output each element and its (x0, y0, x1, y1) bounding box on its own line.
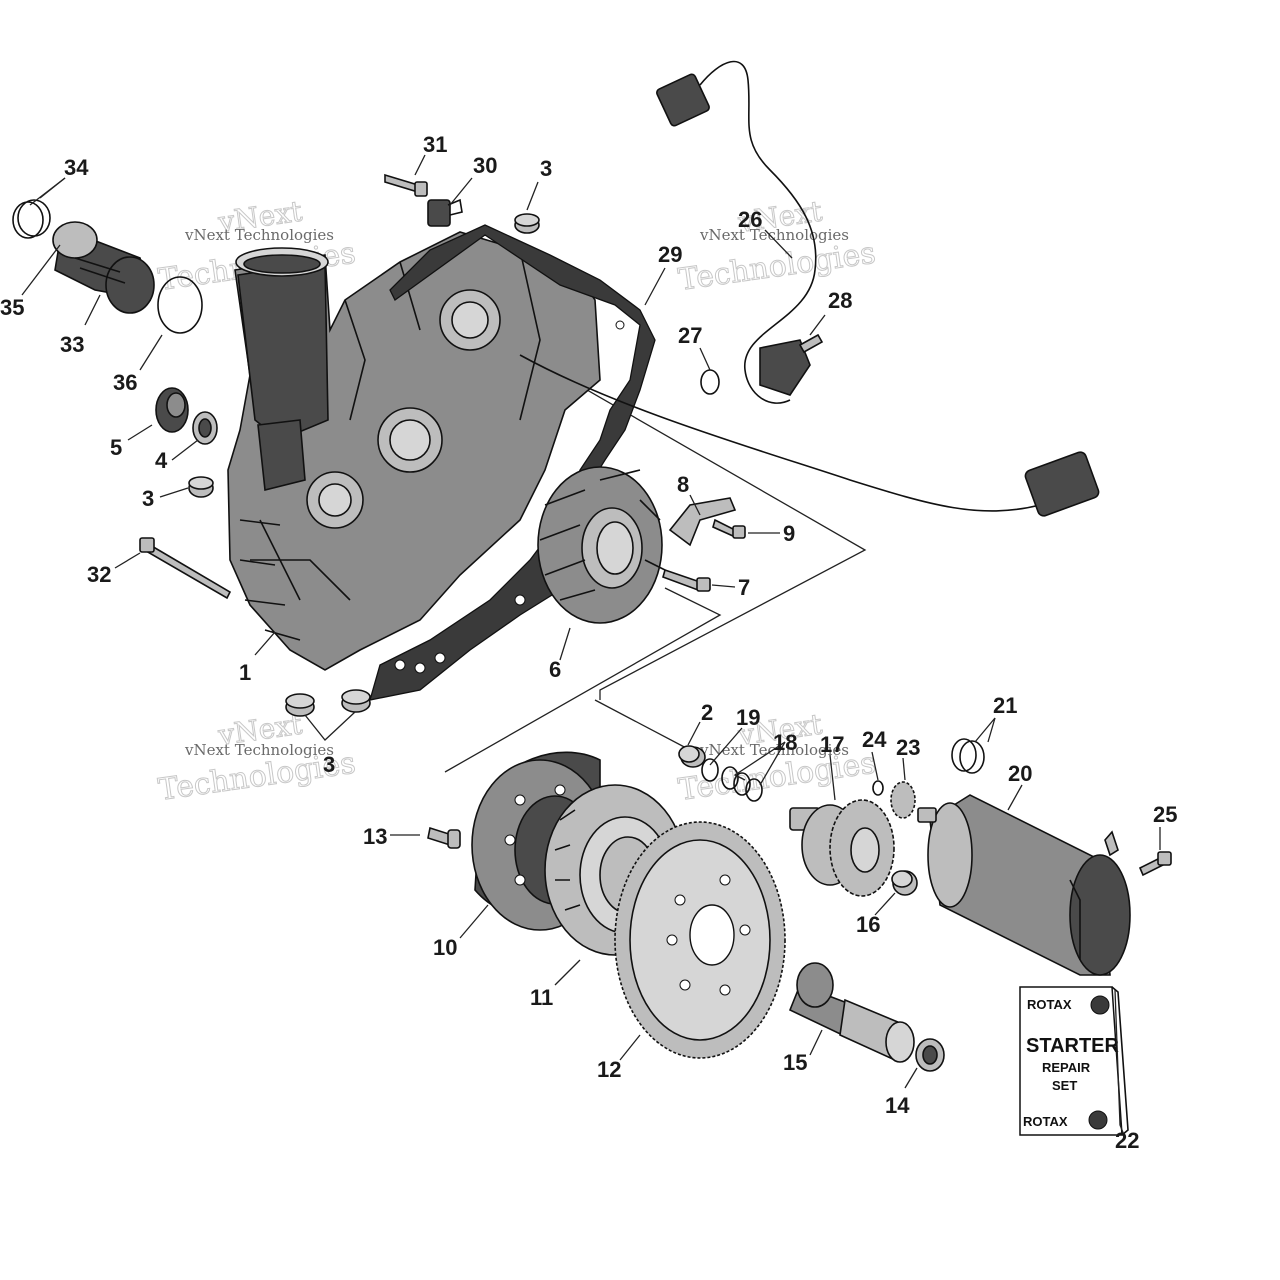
callout-14: 14 (885, 1093, 910, 1118)
o-ring (700, 369, 720, 395)
callout-22: 22 (1115, 1128, 1139, 1153)
repair-card-line3: SET (1052, 1078, 1077, 1093)
watermark-small: vNext Technologies (699, 226, 849, 244)
callout-7: 7 (738, 575, 750, 600)
callout-19: 19 (736, 705, 760, 730)
repair-card-logo-bottom (1088, 1110, 1108, 1130)
dowel-pin-left (188, 476, 214, 498)
washers (701, 758, 763, 802)
starter-screw (1138, 851, 1172, 877)
callout-30: 30 (473, 153, 497, 178)
callout-3-top: 3 (540, 156, 552, 181)
o-ring-34b (12, 201, 44, 239)
callout-4: 4 (155, 448, 168, 473)
callout-2: 2 (701, 700, 713, 725)
callout-25: 25 (1153, 802, 1177, 827)
callout-3-bottom: 3 (323, 752, 335, 777)
callout-10: 10 (433, 935, 457, 960)
callout-8: 8 (677, 472, 689, 497)
watermark-small: vNext Technologies (184, 741, 334, 759)
callout-18: 18 (773, 730, 797, 755)
watermark-small: vNext Technologies (184, 226, 334, 244)
bracket-screw (712, 518, 746, 539)
callout-13: 13 (363, 824, 387, 849)
dowel-pin-top (514, 213, 540, 234)
callout-24: 24 (862, 727, 887, 752)
callout-23: 23 (896, 735, 920, 760)
callout-16: 16 (856, 912, 880, 937)
callout-36: 36 (113, 370, 137, 395)
clamp-ring (157, 276, 203, 334)
sensor-wiring-harness (519, 60, 1100, 517)
repair-set-card: ROTAX STARTER REPAIR SET ROTAX (1019, 986, 1129, 1136)
callout-26: 26 (738, 207, 762, 232)
o-ring-34a (17, 199, 51, 237)
bracket (668, 497, 737, 547)
starter-o-ring-a (959, 740, 985, 774)
callout-1: 1 (239, 660, 251, 685)
shaft-bushing (915, 1038, 945, 1072)
callout-11: 11 (530, 985, 553, 1010)
dowel-pin-bottom-a (285, 693, 315, 717)
sensor-screw (798, 333, 824, 354)
callout-28: 28 (828, 288, 852, 313)
callout-numbers: 1 2 3 3 3 4 5 6 7 8 9 10 11 12 13 14 15 … (0, 132, 1177, 1153)
repair-card-brand-bottom: ROTAX (1023, 1114, 1068, 1129)
clip (427, 198, 463, 227)
stator (537, 466, 666, 624)
double-gear (789, 799, 895, 897)
callout-27: 27 (678, 323, 702, 348)
magneto-housing (227, 231, 601, 671)
callout-6: 6 (549, 657, 561, 682)
repair-card-line2: REPAIR (1042, 1060, 1091, 1075)
callout-35: 35 (0, 295, 24, 320)
callout-29: 29 (658, 242, 682, 267)
callout-3-left: 3 (142, 486, 154, 511)
callout-17: 17 (820, 732, 844, 757)
callout-34: 34 (64, 155, 89, 180)
rotor-bolt (427, 826, 461, 849)
starter-motor (917, 794, 1131, 976)
assembly-guide-lines (444, 359, 867, 773)
callout-15: 15 (783, 1050, 807, 1075)
callout-32: 32 (87, 562, 111, 587)
callout-9: 9 (783, 521, 795, 546)
callout-5: 5 (110, 435, 122, 460)
watermark-top-right: vNext Technologies vNext Technologies (676, 194, 878, 298)
intake-tube (52, 221, 155, 314)
circlip (872, 780, 884, 796)
gear-shaft (788, 962, 915, 1063)
stator-screw (662, 568, 711, 592)
repair-card-title: STARTER (1026, 1035, 1120, 1057)
cap (155, 387, 189, 433)
repair-card-brand-top: ROTAX (1027, 997, 1072, 1012)
gear-bushing (891, 870, 918, 896)
seal (192, 411, 218, 445)
pinion-gear (890, 781, 916, 819)
callout-12: 12 (597, 1057, 621, 1082)
housing-gasket (369, 224, 656, 701)
bolt-small (384, 173, 428, 197)
callout-20: 20 (1008, 761, 1032, 786)
ring-gear (614, 821, 786, 1059)
starter-o-ring-b (951, 738, 977, 772)
callout-21: 21 (993, 693, 1017, 718)
dowel-pin-bottom-b (341, 689, 371, 713)
long-bolt (139, 537, 232, 600)
callout-33: 33 (60, 332, 84, 357)
callout-31: 31 (423, 132, 447, 157)
callout-leaders (21, 154, 1161, 1136)
bushing (678, 745, 706, 768)
repair-card-logo-top (1090, 995, 1110, 1015)
